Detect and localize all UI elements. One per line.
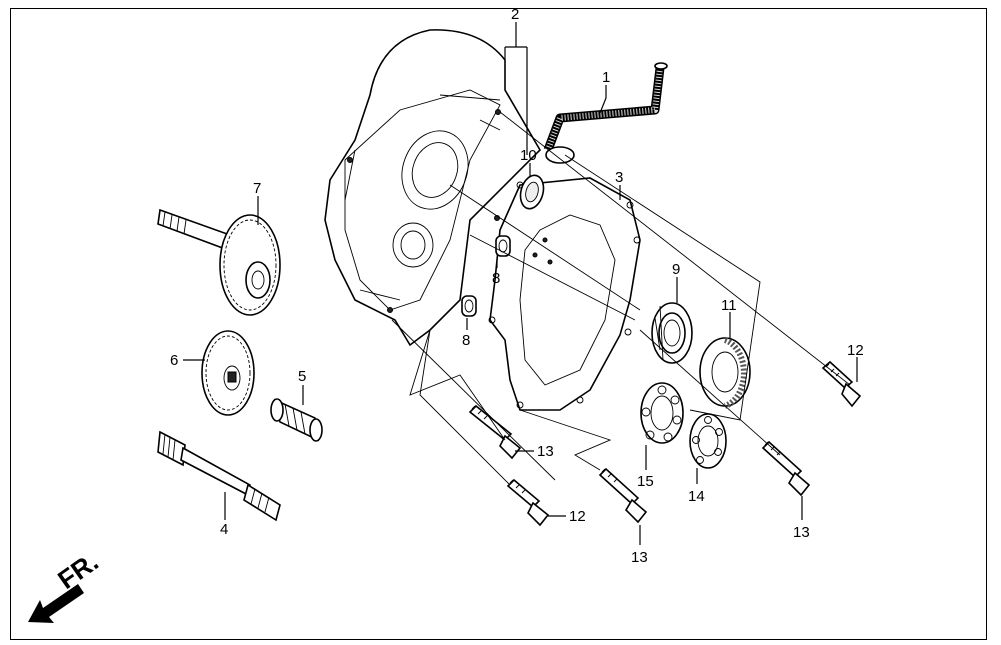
bearing-15: [640, 382, 684, 444]
front-label: FR.: [52, 546, 104, 595]
callout-11: 11: [721, 297, 737, 314]
callout-9: 9: [672, 261, 680, 278]
callout-8b: 8: [462, 332, 470, 349]
drive-gear: [201, 330, 255, 416]
crankcase-cover: [324, 29, 542, 347]
callout-2: 2: [511, 6, 519, 23]
bearing-11: [699, 337, 751, 409]
leader-lines: [183, 22, 858, 545]
callout-1: 1: [602, 69, 610, 86]
callout-13b: 13: [631, 549, 648, 566]
oil-seal: [519, 174, 545, 210]
callout-14: 14: [688, 488, 705, 505]
callout-10: 10: [520, 147, 537, 164]
callout-8a: 8: [492, 270, 500, 287]
breather-tube: [543, 62, 668, 164]
callout-15: 15: [637, 473, 654, 490]
countershaft-gear: [157, 208, 281, 316]
bearing-14: [689, 413, 727, 469]
callout-12a: 12: [847, 342, 864, 359]
callout-13c: 13: [793, 524, 810, 541]
pinion-shaft: [270, 398, 323, 442]
callout-13a: 13: [537, 443, 554, 460]
dowel-pins: [461, 235, 511, 317]
callout-12b: 12: [569, 508, 586, 525]
callout-3: 3: [615, 169, 623, 186]
bearing-9: [651, 302, 693, 364]
callout-6: 6: [170, 352, 178, 369]
front-direction-arrow: FR.: [28, 546, 104, 623]
final-shaft: [157, 430, 281, 522]
gasket: [488, 177, 641, 411]
callout-4: 4: [220, 521, 228, 538]
callout-7: 7: [253, 180, 261, 197]
callout-5: 5: [298, 368, 306, 385]
callout-labels: 1 2 3 4 5 6 7 8 8 9 10 11 12 12 13 13 13…: [170, 6, 864, 566]
diagram-frame: [10, 8, 987, 640]
flange-bolts: [468, 360, 862, 527]
